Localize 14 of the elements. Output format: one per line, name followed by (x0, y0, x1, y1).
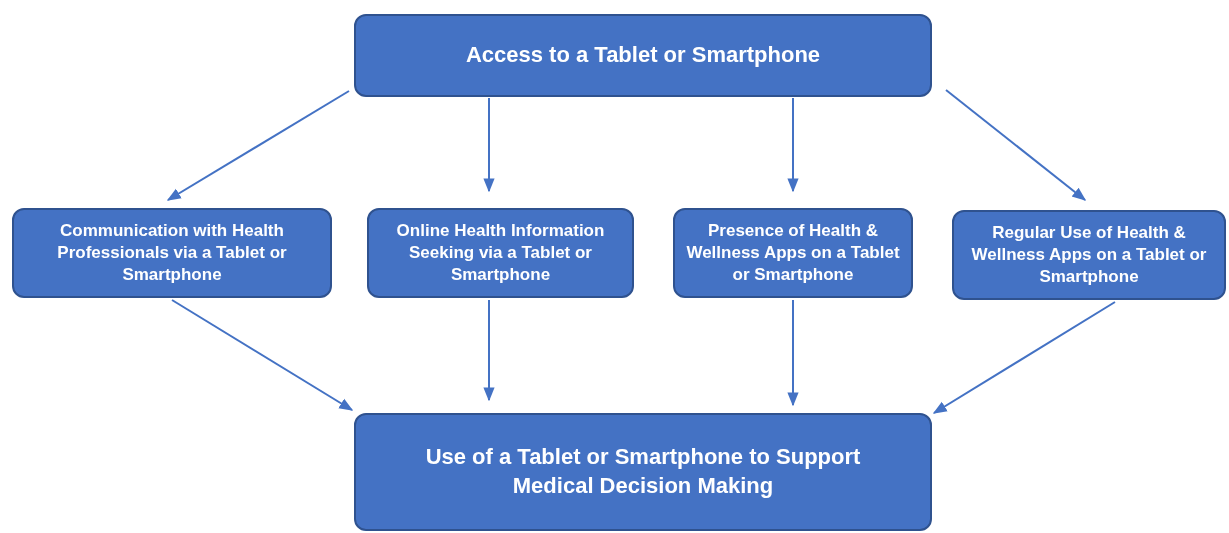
arrow (932, 301, 1116, 414)
arrow (483, 97, 495, 193)
process-box: Online Health Information Seeking via a Tablet or Smartphone (367, 208, 634, 298)
arrow (787, 299, 799, 407)
arrow (945, 89, 1087, 201)
arrow (166, 90, 350, 201)
arrow (483, 299, 495, 402)
process-box: Communication with Health Professionals via a Tablet or Smartphone (12, 208, 332, 298)
arrow (787, 97, 799, 193)
process-box: Presence of Health & Wellness Apps on a Tablet or Smartphone (673, 208, 913, 298)
process-box: Regular Use of Health & Wellness Apps on a Tablet or Smartphone (952, 210, 1226, 300)
arrow (171, 299, 354, 411)
process-box: Use of a Tablet or Smartphone to Support Medical Decision Making (354, 413, 932, 531)
process-box: Access to a Tablet or Smartphone (354, 14, 932, 97)
